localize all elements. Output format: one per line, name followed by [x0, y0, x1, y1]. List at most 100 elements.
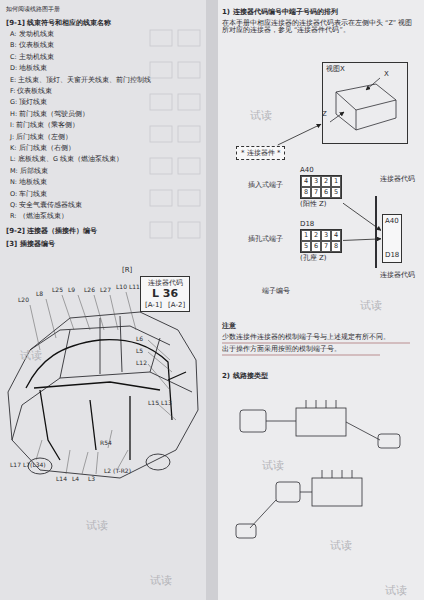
section-heading: [9-2] 连接器（插接件）编号 [6, 227, 97, 235]
label-text: X [384, 70, 389, 78]
label-text: D: 地板线束 [10, 65, 47, 72]
section-heading: [9-1] 线束符号和相应的线束名称 [6, 19, 111, 27]
left-page [0, 0, 212, 600]
gender-note: (孔座 Z) [300, 254, 342, 262]
label-text: L14 [56, 476, 67, 483]
pin-number: 6 [321, 187, 331, 198]
label-text: N: 地板线束 [10, 179, 47, 186]
label-text: L6 [136, 336, 143, 343]
pin-row: [A-1] [A-2] [145, 301, 185, 309]
label-text: L8 [36, 291, 43, 298]
node-code: 连接器代码L 36[A-1] [A-2] [140, 276, 190, 312]
section-heading: 1) 连接器代码编号中端子号码的排列 [222, 8, 338, 16]
label-text: E: 主线束、顶灯、天窗开关线束、前门控制线 [10, 77, 151, 84]
section-heading: 注意 [222, 322, 236, 330]
watermark: 试读 [250, 110, 272, 123]
node-grid: D18 1234 5678 (孔座 Z) [300, 220, 342, 263]
connector-arrow [343, 239, 381, 241]
label-text: 连接器代码 [380, 176, 415, 183]
label-text: L10 L11 [116, 284, 140, 291]
pin-number: 7 [311, 187, 321, 198]
label-text: I: 前门线束（乘客侧） [10, 122, 79, 129]
pin-range: [A-2] [168, 301, 185, 309]
connector-code: A40 [385, 217, 399, 225]
section-heading: [3] 插接器编号 [6, 240, 55, 248]
label-text: L25 [52, 287, 63, 294]
label-text: L3 [88, 476, 95, 483]
label-text: K: 后门线束（右侧） [10, 145, 75, 152]
car-outline [8, 312, 198, 478]
label-text: L12 [136, 360, 147, 367]
right-page [212, 0, 424, 600]
connector-code: D18 [385, 251, 399, 259]
pin-number: 2 [311, 230, 321, 241]
note-underline [222, 343, 410, 355]
watermark: 试读 [262, 460, 284, 473]
node-frame: 视图X [322, 62, 408, 144]
wire-harness [26, 340, 186, 460]
label-text: R: （燃油泵线束） [10, 213, 68, 220]
label-text: 在本手册中相应连接器的连接器代码表示在左侧中头 “Z” 视图所对应的连接器，参见… [222, 20, 414, 35]
label-text: 端子编号 [262, 288, 290, 295]
watermark: 试读 [20, 350, 42, 363]
watermark: 试读 [330, 540, 352, 553]
wiring-type-figures [236, 400, 400, 538]
label-text: A: 发动机线束 [10, 31, 54, 38]
label-text: 连接器代码 [380, 272, 415, 279]
connector-code: D18 [300, 220, 342, 228]
connector-arrow [343, 203, 381, 230]
pin-range: [A-1] [145, 301, 162, 309]
pin-number: 3 [311, 176, 321, 187]
label-text: H: 前门线束（驾驶员侧） [10, 111, 89, 118]
pin-number: 1 [301, 230, 311, 241]
box-text: * 连接器件 * [241, 149, 280, 157]
pin-number: 2 [321, 176, 331, 187]
label-text: L2 (T-R2) [104, 468, 131, 475]
label-text: R54 [100, 440, 112, 447]
box-heading: 连接器代码 [145, 279, 185, 287]
label-text: J: 后门线束（左侧） [10, 134, 72, 141]
ghost-icons [150, 30, 200, 238]
label-text: L26 [84, 287, 95, 294]
node-box: * 连接器件 * [236, 146, 285, 160]
node-grid: A4043218765(阳性 Z) [300, 166, 342, 209]
view-title: 视图X [326, 65, 404, 73]
label-text: C: 主动机线束 [10, 54, 54, 61]
label-text: [R] [122, 266, 132, 274]
pin-number: 1 [331, 176, 341, 187]
section-heading: 2) 线路接类型 [222, 372, 268, 380]
pin-number: 4 [331, 230, 341, 241]
label-text: O: 车门线束 [10, 191, 47, 198]
label-text: B: 仪表板线束 [10, 42, 54, 49]
watermark: 试读 [385, 585, 407, 598]
label-text: L5 [136, 348, 143, 355]
label-text: G: 顶灯线束 [10, 99, 47, 106]
label-text: 如何阅读线路图手册 [6, 6, 60, 13]
connector-code: L 36 [145, 287, 185, 300]
watermark: 试读 [150, 575, 172, 588]
watermark: 试读 [360, 300, 382, 313]
label-text: L: 底板线束、G 线束（燃油泵线束） [10, 156, 123, 163]
label-text: L27 [100, 287, 111, 294]
connector-code: A40 [300, 166, 342, 174]
connector-arrow [278, 124, 321, 145]
book-spine [206, 0, 218, 600]
pin-grid: 43218765 [300, 175, 342, 199]
pin-number: 3 [321, 230, 331, 241]
pin-grid: 1234 5678 [300, 229, 342, 253]
label-text: 出于操作方面采用按照的模制端子号。 [222, 346, 341, 353]
pin-number: 5 [331, 187, 341, 198]
label-text: L9 [68, 287, 75, 294]
pin-number: 6 [311, 241, 321, 252]
watermark: 试读 [86, 520, 108, 533]
pin-number: 7 [321, 241, 331, 252]
label-text: L4 [72, 476, 79, 483]
label-text: 少数连接件连接器的模制端子号与上述规定有所不同。 [222, 334, 390, 341]
label-text: L15 L13 [148, 400, 172, 407]
label-text: L20 [18, 297, 29, 304]
pin-number: 4 [301, 176, 311, 187]
pin-number: 5 [301, 241, 311, 252]
label-text: Q: 安全气囊传感器线束 [10, 202, 82, 209]
gender-note: (阳性 Z) [300, 200, 342, 208]
pin-number: 8 [331, 241, 341, 252]
